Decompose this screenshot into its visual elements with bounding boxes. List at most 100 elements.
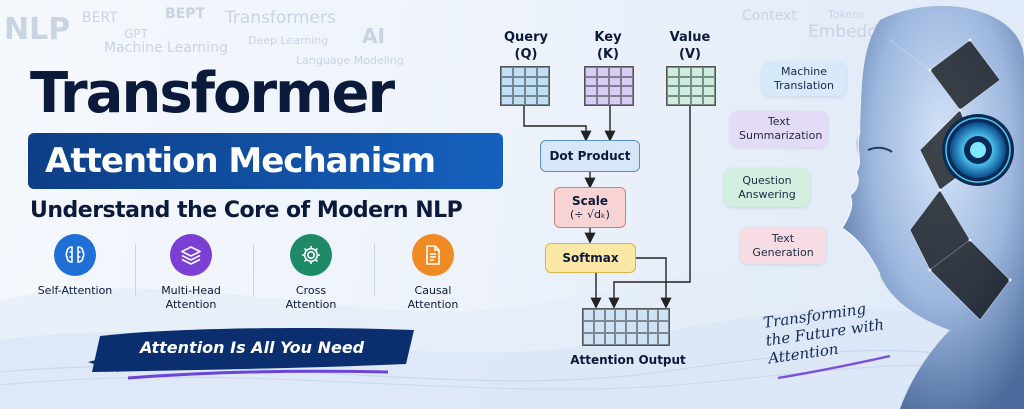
matrix-cell bbox=[626, 321, 637, 333]
matrix-cell bbox=[667, 76, 679, 86]
matrix-cell bbox=[691, 86, 703, 96]
matrix-cell bbox=[537, 95, 549, 105]
feature-icon-circle bbox=[290, 234, 332, 276]
matrix-cell bbox=[583, 321, 594, 333]
matrix-cell bbox=[525, 86, 537, 96]
app-label: Question Answering bbox=[738, 173, 796, 201]
matrix-cell bbox=[513, 95, 525, 105]
bg-word-tokens: Tokens bbox=[828, 8, 866, 21]
matrix-cell bbox=[583, 333, 594, 345]
bg-word-bert: BERT bbox=[82, 10, 118, 26]
matrix-cell bbox=[691, 95, 703, 105]
feature-icon-circle bbox=[170, 234, 212, 276]
matrix-cell bbox=[583, 309, 594, 321]
bg-word-nlp: NLP bbox=[4, 12, 71, 47]
banner-text: Attention Is All You Need bbox=[140, 338, 365, 357]
feature-causal-attention: Causal Attention bbox=[374, 234, 492, 312]
matrix-cell bbox=[703, 95, 715, 105]
bg-word-gpt: GPT bbox=[124, 27, 148, 41]
title-band: Attention Mechanism bbox=[28, 133, 503, 189]
matrix-cell bbox=[604, 321, 616, 333]
matrix-cell bbox=[626, 333, 637, 345]
value-label: Value (V) bbox=[660, 30, 720, 64]
feature-icon-circle bbox=[54, 234, 96, 276]
matrix-cell bbox=[525, 95, 537, 105]
bg-word-machine-learning: Machine Learning bbox=[104, 40, 228, 56]
feature-multi-head-attention: Multi-Head Attention bbox=[132, 234, 250, 312]
matrix-cell bbox=[679, 86, 691, 96]
page-title: Transformer bbox=[30, 61, 395, 126]
matrix-cell bbox=[604, 333, 616, 345]
matrix-cell bbox=[658, 321, 669, 333]
matrix-cell bbox=[585, 67, 597, 77]
matrix-cell bbox=[679, 95, 691, 105]
matrix-cell bbox=[593, 309, 605, 321]
matrix-cell bbox=[585, 86, 597, 96]
matrix-cell bbox=[626, 309, 637, 321]
matrix-cell bbox=[615, 321, 626, 333]
attention-output-label: Attention Output bbox=[570, 353, 686, 367]
matrix-cell bbox=[667, 95, 679, 105]
attention-output-matrix bbox=[582, 308, 670, 346]
matrix-cell bbox=[679, 76, 691, 86]
feature-label: Multi-Head Attention bbox=[161, 284, 221, 311]
app-label: Text Generation bbox=[752, 231, 814, 259]
matrix-cell bbox=[525, 76, 537, 86]
title-band-text: Attention Mechanism bbox=[45, 141, 436, 181]
scale-box: Scale (÷ √dₖ) bbox=[554, 187, 626, 228]
matrix-cell bbox=[615, 333, 626, 345]
matrix-cell bbox=[615, 309, 626, 321]
app-machine-translation: Machine Translation bbox=[762, 62, 846, 96]
bg-word-language-modeling: Language Modeling bbox=[296, 54, 404, 67]
matrix-cell bbox=[501, 95, 513, 105]
query-label: Query (Q) bbox=[496, 30, 556, 64]
matrix-cell bbox=[667, 86, 679, 96]
matrix-cell bbox=[604, 309, 616, 321]
matrix-cell bbox=[585, 95, 597, 105]
matrix-cell bbox=[609, 76, 621, 86]
bg-word-deep-learning: Deep Learning bbox=[248, 34, 329, 47]
matrix-cell bbox=[609, 86, 621, 96]
bg-word-context: Context bbox=[742, 8, 797, 24]
matrix-cell bbox=[537, 67, 549, 77]
matrix-cell bbox=[501, 67, 513, 77]
scale-formula: (÷ √dₖ) bbox=[570, 208, 610, 222]
tagline-underline bbox=[777, 354, 891, 380]
matrix-cell bbox=[597, 76, 609, 86]
value-matrix bbox=[666, 66, 716, 106]
matrix-cell bbox=[609, 67, 621, 77]
bg-word-ai: AI bbox=[362, 24, 385, 48]
matrix-cell bbox=[525, 67, 537, 77]
matrix-cell bbox=[593, 321, 605, 333]
dot-product-box: Dot Product bbox=[540, 140, 640, 172]
bg-word-transformers: Transformers bbox=[225, 8, 336, 28]
layers-icon bbox=[181, 246, 201, 265]
matrix-cell bbox=[621, 95, 633, 105]
matrix-cell bbox=[703, 67, 715, 77]
feature-divider bbox=[253, 244, 254, 296]
query-label-text: Query (Q) bbox=[503, 30, 548, 62]
app-label: Text Summarization bbox=[739, 115, 823, 142]
matrix-cell bbox=[621, 76, 633, 86]
feature-cross-attention: Cross Attention bbox=[252, 234, 370, 312]
matrix-cell bbox=[691, 67, 703, 77]
subtitle: Understand the Core of Modern NLP bbox=[30, 198, 463, 223]
key-label: Key (K) bbox=[578, 30, 638, 64]
matrix-cell bbox=[703, 76, 715, 86]
bg-word-bept: BEPT bbox=[165, 6, 206, 22]
matrix-cell bbox=[691, 76, 703, 86]
matrix-cell bbox=[621, 86, 633, 96]
matrix-cell bbox=[597, 67, 609, 77]
matrix-cell bbox=[513, 86, 525, 96]
matrix-cell bbox=[513, 76, 525, 86]
app-label: Machine Translation bbox=[774, 65, 834, 92]
dot-product-label: Dot Product bbox=[549, 148, 631, 163]
matrix-cell bbox=[621, 67, 633, 77]
softmax-label: Softmax bbox=[562, 250, 619, 265]
robot-head-illustration bbox=[840, 5, 1024, 409]
app-question-answering: Question Answering bbox=[724, 168, 810, 207]
matrix-cell bbox=[597, 86, 609, 96]
matrix-cell bbox=[647, 321, 659, 333]
matrix-cell bbox=[609, 95, 621, 105]
